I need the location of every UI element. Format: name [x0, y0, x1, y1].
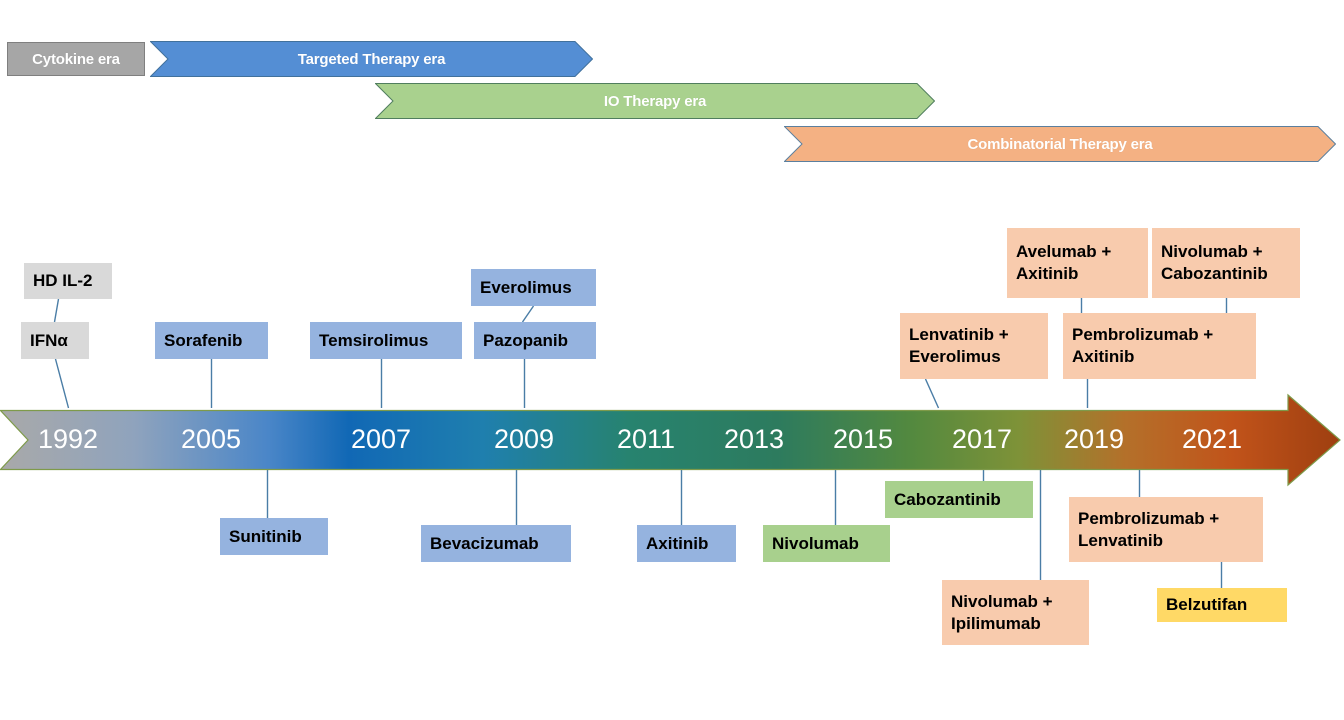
drug-label-line: Temsirolimus — [319, 330, 429, 350]
drug-label-line: Avelumab + — [1016, 242, 1112, 262]
drug-label-line: Cabozantinib — [1161, 264, 1268, 283]
timeline-arrow — [0, 393, 1341, 487]
drug-label-line: Everolimus — [480, 277, 572, 297]
era-banner-label: Combinatorial Therapy era — [967, 135, 1153, 153]
drug-label-line: Sunitinib — [229, 526, 302, 546]
drug-label-line: Nivolumab + — [1161, 242, 1263, 262]
era-banner-2: IO Therapy era — [375, 83, 935, 119]
era-banner-label: Cytokine era — [32, 50, 120, 68]
era-banner-1: Targeted Therapy era — [150, 41, 593, 77]
drug-label-line: Bevacizumab — [430, 533, 539, 553]
year-label-2021: 2021 — [1181, 424, 1243, 454]
year-label-2011: 2011 — [616, 424, 676, 454]
year-label-2007: 2007 — [350, 424, 412, 454]
drug-box[interactable]: Cabozantinib — [885, 481, 1033, 518]
year-label-2013: 2013 — [723, 424, 785, 454]
drug-box[interactable]: Lenvatinib + Everolimus — [900, 313, 1048, 379]
drug-box[interactable]: Nivolumab +Ipilimumab — [942, 580, 1089, 645]
era-banner-label: IO Therapy era — [603, 92, 707, 110]
timeline-arrow-shape — [0, 393, 1341, 487]
era-banner-label: Targeted Therapy era — [297, 50, 446, 68]
drug-label-line: Axitinib — [646, 533, 709, 553]
year-label-2009: 2009 — [493, 424, 555, 454]
drug-box[interactable]: Nivolumab + Cabozantinib — [1152, 228, 1300, 298]
drug-box[interactable]: Pembrolizumab +Lenvatinib — [1069, 497, 1263, 562]
year-label-1992: 1992 — [37, 424, 99, 454]
drug-label-line: IFNα — [30, 330, 68, 350]
drug-box[interactable]: Belzutifan — [1157, 588, 1287, 622]
drug-label-line: Lenvatinib + — [909, 325, 1009, 345]
drug-label-line: Everolimus — [909, 347, 1001, 366]
drug-label-line: Lenvatinib — [1078, 530, 1164, 550]
drug-label-line: Axitinib — [1016, 264, 1079, 283]
drug-box[interactable]: Nivolumab — [763, 525, 890, 562]
connector-line — [521, 305, 535, 323]
drug-label-line: Ipilimumab — [951, 613, 1041, 633]
drug-label-line: Nivolumab + — [951, 591, 1053, 611]
drug-box[interactable]: Everolimus — [471, 269, 596, 306]
drug-label-line: Pembrolizumab + — [1072, 325, 1214, 345]
drug-label-line: Sorafenib — [164, 330, 243, 350]
drug-box[interactable]: Temsirolimus — [310, 322, 462, 359]
drug-label-line: HD IL-2 — [33, 271, 93, 291]
drug-label-line: Cabozantinib — [894, 489, 1001, 509]
drug-label-line: Pembrolizumab + — [1078, 508, 1220, 528]
year-label-2015: 2015 — [832, 424, 894, 454]
drug-label-line: Axitinib — [1072, 347, 1135, 366]
drug-box[interactable]: Sorafenib — [155, 322, 268, 359]
drug-box[interactable]: Avelumab + Axitinib — [1007, 228, 1148, 298]
year-label-2019: 2019 — [1063, 424, 1125, 454]
drug-box[interactable]: Pembrolizumab + Axitinib — [1063, 313, 1256, 379]
drug-box[interactable]: Bevacizumab — [421, 525, 571, 562]
drug-label-line: Pazopanib — [483, 330, 569, 350]
drug-label-line: Nivolumab — [772, 533, 859, 553]
drug-label-line: Belzutifan — [1166, 595, 1248, 615]
year-label-2005: 2005 — [180, 424, 242, 454]
era-banner-0: Cytokine era — [7, 42, 145, 76]
era-banner-3: Combinatorial Therapy era — [784, 126, 1336, 162]
drug-box[interactable]: Sunitinib — [220, 518, 328, 555]
drug-box[interactable]: HD IL-2 — [24, 263, 112, 299]
year-label-2017: 2017 — [951, 424, 1013, 454]
drug-box[interactable]: Pazopanib — [474, 322, 596, 359]
connector-line — [53, 298, 60, 323]
drug-box[interactable]: Axitinib — [637, 525, 736, 562]
drug-box[interactable]: IFNα — [21, 322, 89, 359]
